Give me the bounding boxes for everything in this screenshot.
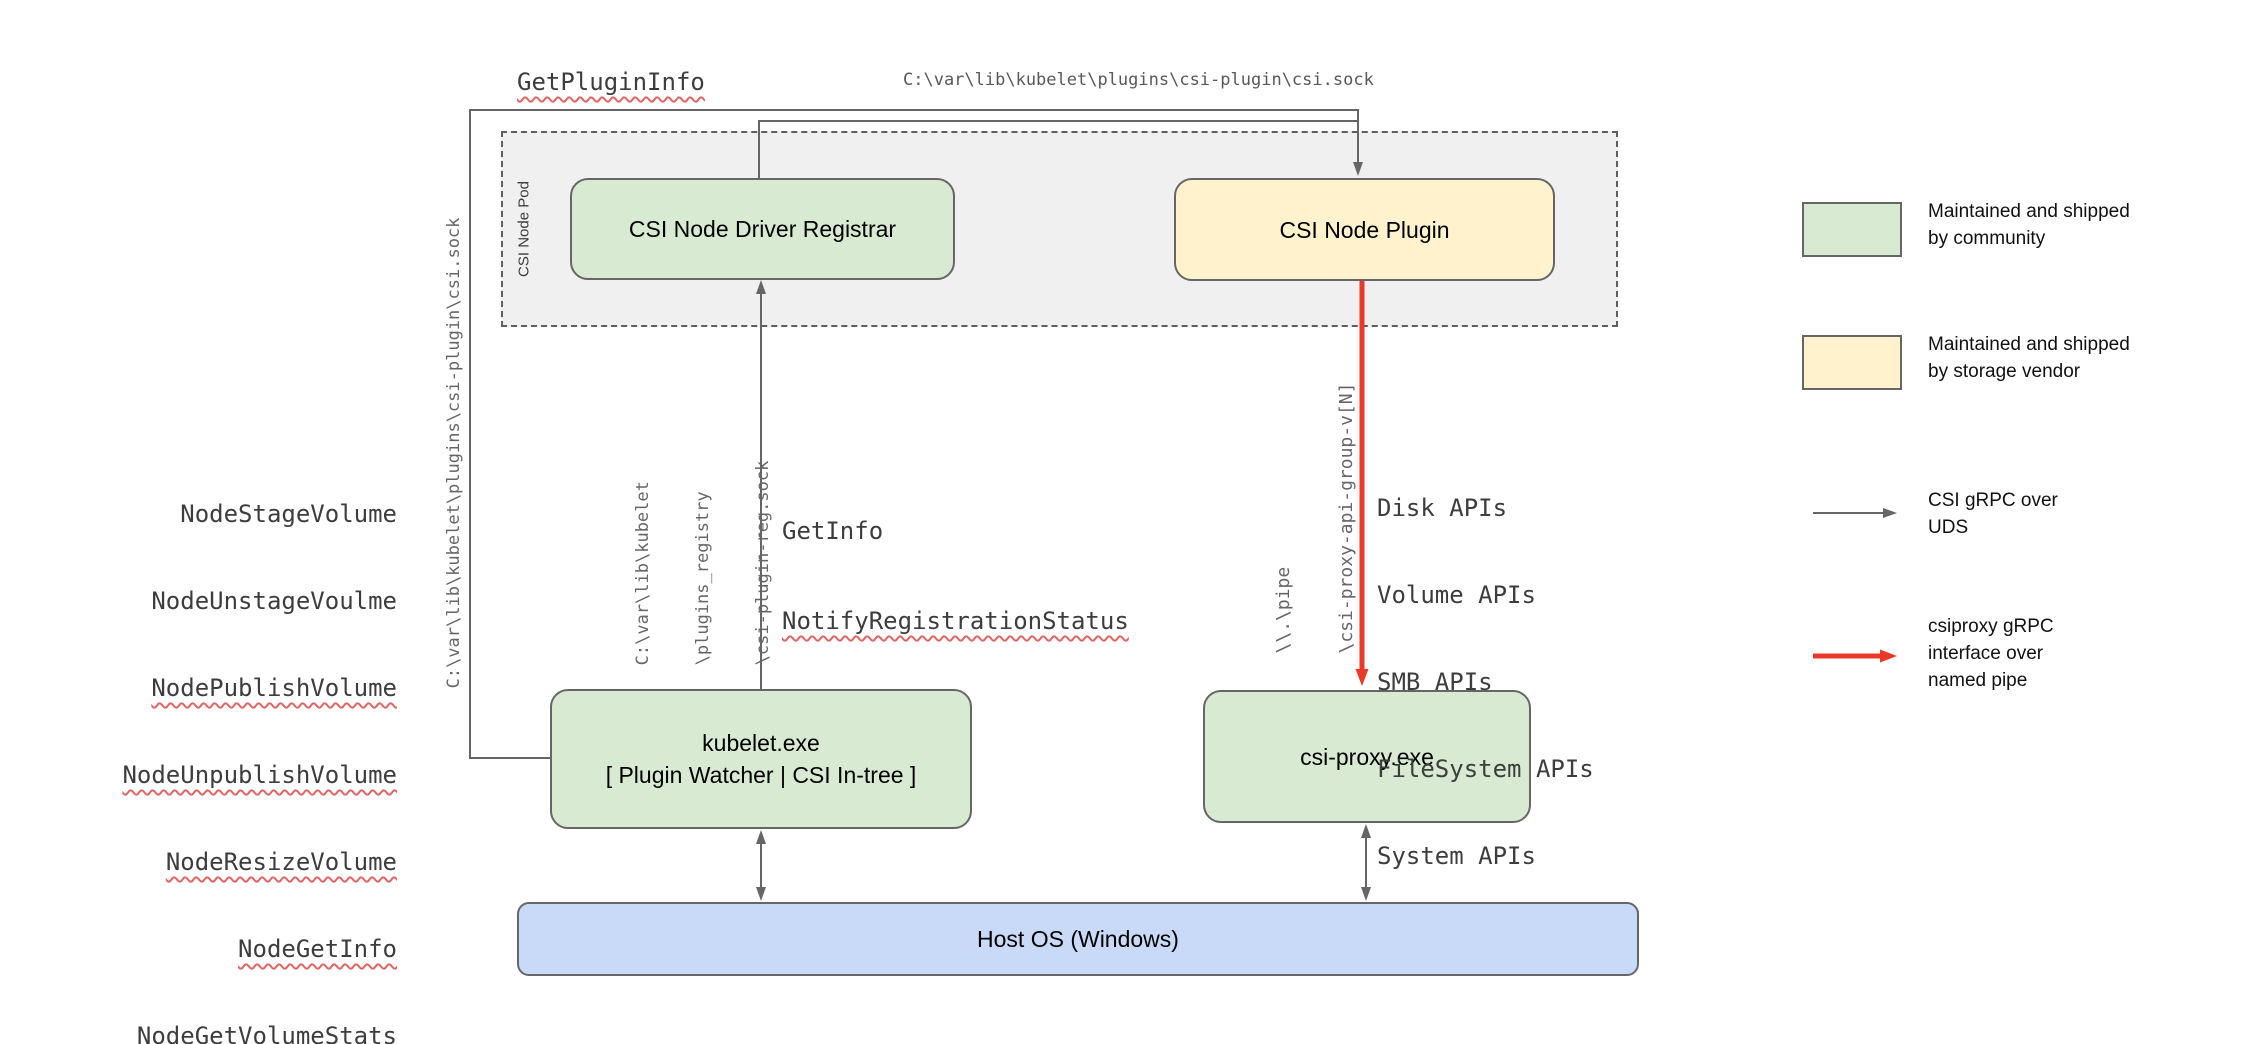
notify-registration-status-label: NotifyRegistrationStatus: [782, 607, 1129, 635]
kubelet-csi-sock-path-vertical: C:\var\lib\kubelet\plugins\csi-plugin\cs…: [444, 217, 464, 689]
kubelet-label-line2: [ Plugin Watcher | CSI In-tree ]: [605, 762, 917, 788]
legend-vendor-line1: Maintained and shipped: [1928, 334, 2130, 355]
csi-node-driver-registrar-box: CSI Node Driver Registrar: [570, 178, 955, 280]
csi-node-plugin-box: CSI Node Plugin: [1174, 178, 1555, 281]
legend-pipe-line1: csiproxy gRPC: [1928, 616, 2054, 637]
legend-community-line2: by community: [1928, 228, 2046, 249]
named-pipe-line: \\.\pipe: [1273, 566, 1294, 654]
proxy-api-list: Disk APIs Volume APIs SMB APIs FileSyste…: [1377, 436, 1594, 929]
registry-sock-line: \csi-plugin-reg.sock: [753, 460, 773, 666]
legend-pipe-line2: interface over: [1928, 643, 2044, 664]
node-rpc-item: NodeGetVolumeStats: [136, 1022, 397, 1044]
registry-sock-line: C:\var\lib\kubelet: [633, 481, 653, 666]
registration-rpc-list: GetInfo NotifyRegistrationStatus: [782, 456, 1129, 696]
legend-pipe-text: csiproxy gRPC interface over named pipe: [1928, 613, 2054, 694]
named-pipe-path-vertical: \\.\pipe \csi-proxy-api-group-v[N]: [1231, 383, 1399, 654]
host-os-label: Host OS (Windows): [977, 926, 1179, 952]
node-rpc-item: NodePublishVolume: [151, 674, 397, 702]
proxy-api-item: SMB APIs: [1377, 668, 1493, 696]
csi-sock-path-label: C:\var\lib\kubelet\plugins\csi-plugin\cs…: [903, 70, 1374, 90]
csi-node-pod-label: CSI Node Pod: [515, 181, 533, 277]
host-os-box: Host OS (Windows): [517, 902, 1639, 976]
node-rpc-item: NodeUnstageVoulme: [151, 587, 397, 615]
node-rpc-item: NodeUnpublishVolume: [122, 761, 397, 789]
proxy-api-item: Disk APIs: [1377, 494, 1508, 522]
legend-vendor-swatch: [1802, 335, 1902, 390]
legend-vendor-text: Maintained and shipped by storage vendor: [1928, 331, 2130, 385]
get-info-label: GetInfo: [782, 517, 884, 545]
node-rpc-item: NodeStageVolume: [180, 500, 397, 528]
plugin-registry-sock-path-vertical: C:\var\lib\kubelet \plugins_registry \cs…: [593, 461, 813, 666]
kubelet-label-line1: kubelet.exe: [702, 730, 820, 756]
legend-uds-line2: UDS: [1928, 517, 1969, 538]
proxy-api-item: FileSystem APIs: [1377, 755, 1594, 783]
legend-community-line1: Maintained and shipped: [1928, 201, 2130, 222]
legend-community-swatch: [1802, 202, 1902, 257]
named-pipe-line: \csi-proxy-api-group-v[N]: [1336, 382, 1357, 654]
node-rpc-item: NodeGetInfo: [238, 935, 397, 963]
get-plugin-info-label: GetPluginInfo: [517, 68, 705, 96]
legend-vendor-line2: by storage vendor: [1928, 361, 2081, 382]
legend-uds-line1: CSI gRPC over: [1928, 490, 2058, 511]
legend-community-text: Maintained and shipped by community: [1928, 198, 2130, 252]
node-rpc-list: NodeStageVolume NodeUnstageVoulme NodePu…: [122, 442, 397, 1044]
legend-pipe-line3: named pipe: [1928, 670, 2028, 691]
legend-uds-text: CSI gRPC over UDS: [1928, 487, 2058, 541]
csi-node-driver-registrar-label: CSI Node Driver Registrar: [628, 216, 897, 242]
proxy-api-item: System APIs: [1377, 842, 1536, 870]
node-rpc-item: NodeResizeVolume: [165, 848, 397, 876]
proxy-api-item: Volume APIs: [1377, 581, 1536, 609]
kubelet-box: kubelet.exe [ Plugin Watcher | CSI In-tr…: [550, 689, 972, 829]
registry-sock-line: \plugins_registry: [693, 491, 713, 666]
csi-node-plugin-label: CSI Node Plugin: [1279, 216, 1450, 243]
